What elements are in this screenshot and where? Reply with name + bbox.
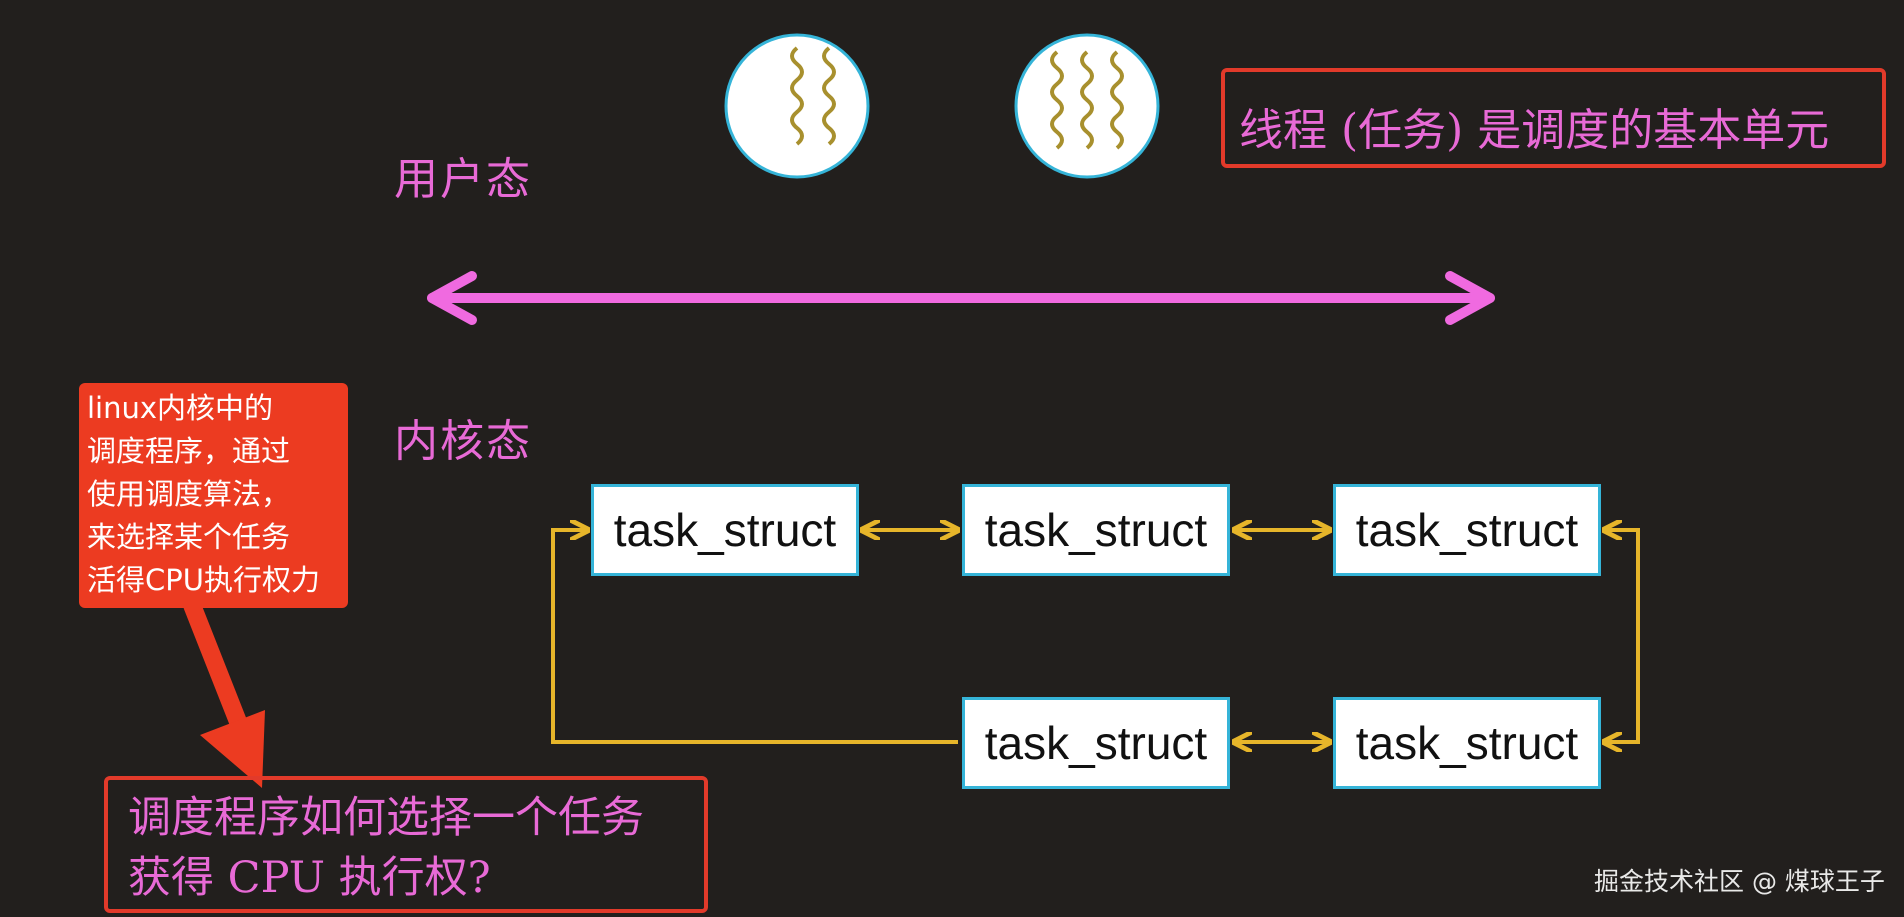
task-struct-box: task_struct bbox=[962, 697, 1230, 789]
question-line: 获得 CPU 执行权? bbox=[128, 853, 491, 903]
task-struct-box: task_struct bbox=[962, 484, 1230, 576]
question-text: 调度程序如何选择一个任务 获得 CPU 执行权? bbox=[128, 788, 644, 908]
scheduler-note: linux内核中的 调度程序，通过 使用调度算法， 来选择某个任务 活得CPU执… bbox=[79, 383, 348, 608]
task-struct-box: task_struct bbox=[1333, 697, 1601, 789]
thread-circle-left bbox=[724, 33, 870, 179]
note-line: 使用调度算法， bbox=[87, 477, 291, 511]
task-struct-box: task_struct bbox=[591, 484, 859, 576]
thread-wave-icon bbox=[822, 46, 836, 146]
loop-connector-left bbox=[551, 530, 958, 744]
mode-boundary-arrow bbox=[427, 271, 1495, 325]
callout-arrow bbox=[183, 601, 265, 788]
kernel-mode-label: 内核态 bbox=[394, 416, 532, 467]
thread-wave-icon bbox=[1080, 50, 1094, 150]
note-line: 调度程序，通过 bbox=[87, 434, 291, 468]
watermark: 掘金技术社区 @ 煤球王子 bbox=[1594, 867, 1885, 896]
question-line: 调度程序如何选择一个任务 bbox=[128, 793, 644, 843]
thread-circle-right bbox=[1014, 33, 1160, 179]
loop-connector-right bbox=[1604, 530, 1640, 742]
thread-wave-icon bbox=[1110, 50, 1124, 150]
note-line: 来选择某个任务 bbox=[87, 520, 291, 554]
question-box: 调度程序如何选择一个任务 获得 CPU 执行权? bbox=[104, 776, 708, 913]
thread-wave-icon bbox=[1050, 50, 1064, 150]
user-mode-label: 用户态 bbox=[394, 154, 532, 205]
note-line: 活得CPU执行权力 bbox=[87, 563, 320, 597]
title-box: 线程 (任务) 是调度的基本单元 bbox=[1221, 68, 1886, 168]
note-line: linux内核中的 bbox=[87, 391, 274, 425]
task-struct-box: task_struct bbox=[1333, 484, 1601, 576]
thread-wave-icon bbox=[790, 46, 804, 146]
title-text: 线程 (任务) 是调度的基本单元 bbox=[1239, 105, 1830, 156]
